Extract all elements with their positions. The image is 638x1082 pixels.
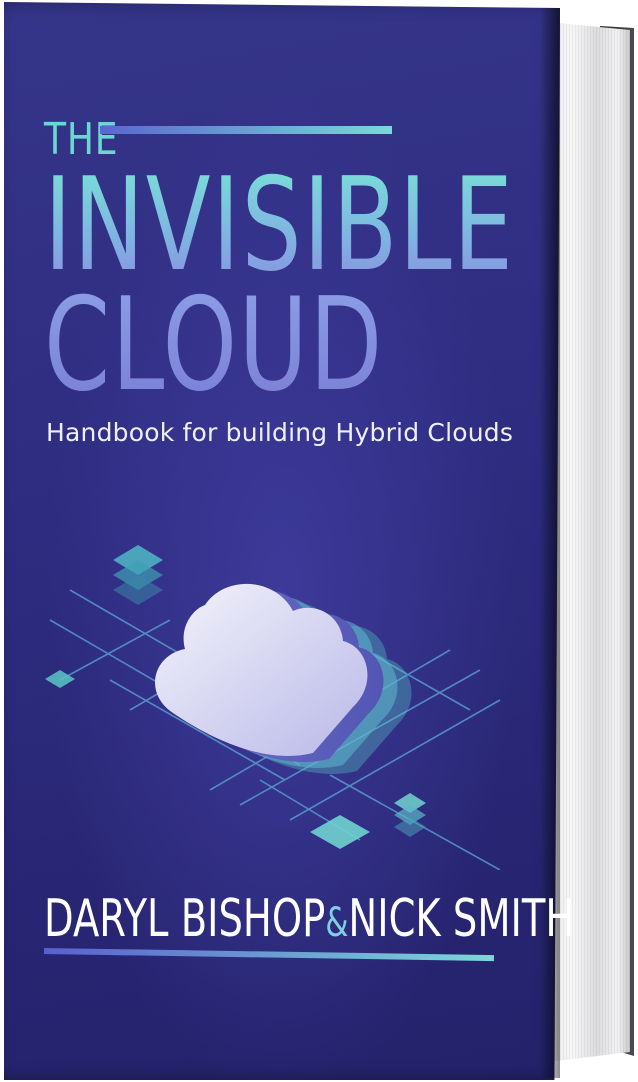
author-2: NICK SMITH xyxy=(348,889,575,949)
title-line-1: INVISIBLE xyxy=(44,151,515,300)
page-block xyxy=(548,22,630,1062)
spine-shadow xyxy=(540,8,560,1078)
diamond-stack-right xyxy=(394,793,426,837)
diamond-bottom xyxy=(310,815,370,849)
author-1: DARYL BISHOP xyxy=(44,889,326,949)
title-line-2: CLOUD xyxy=(44,271,384,420)
title-rule xyxy=(100,126,392,134)
ampersand: & xyxy=(325,900,349,946)
authors: DARYL BISHOP&NICK SMITH xyxy=(44,893,574,945)
subtitle: Handbook for building Hybrid Clouds xyxy=(46,418,514,447)
cloud-circuit-icon xyxy=(45,545,501,870)
diamond-small xyxy=(45,670,75,688)
title-prefix: THE xyxy=(44,114,119,165)
book-cover xyxy=(4,2,560,1080)
diamond-stack-left xyxy=(113,545,163,605)
